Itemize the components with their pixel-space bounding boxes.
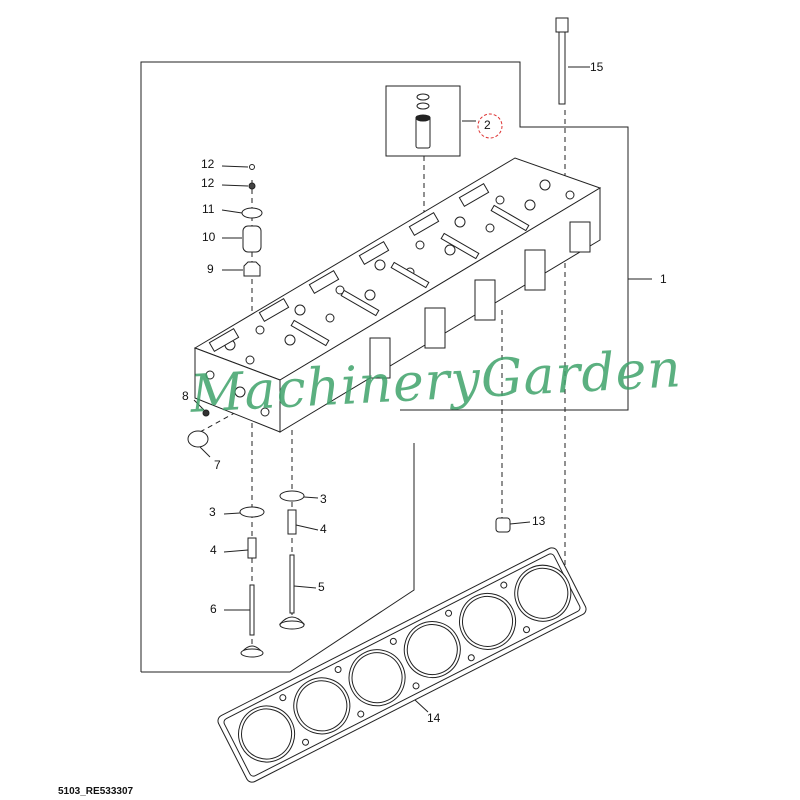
callout-1: 1: [660, 272, 667, 286]
valve-parts-left: [239, 164, 265, 658]
callout-14: 14: [427, 711, 441, 725]
head-gasket: [217, 547, 587, 783]
callout-3a: 3: [320, 492, 327, 506]
callout-3b: 3: [209, 505, 216, 519]
cylinder-head: [193, 157, 602, 433]
head-bolt: [555, 17, 569, 105]
drawing-code: 5103_RE533307: [58, 786, 134, 797]
callout-10: 10: [202, 230, 216, 244]
valve-parts-right: [278, 490, 306, 630]
callout-7: 7: [214, 458, 221, 472]
assembly-frame: [140, 61, 629, 672]
callout-5: 5: [318, 580, 325, 594]
callout-6: 6: [210, 602, 217, 616]
callout-8: 8: [182, 389, 189, 403]
callout-13: 13: [532, 514, 546, 528]
callout-4b: 4: [210, 543, 217, 557]
callout-12a: 12: [201, 157, 215, 171]
callout-11: 11: [202, 202, 215, 216]
callout-12b: 12: [201, 176, 215, 190]
injector-sleeve-box: [385, 85, 461, 157]
callout-15: 15: [590, 60, 604, 74]
callout-4a: 4: [320, 522, 327, 536]
callout-2: 2: [484, 118, 491, 132]
callout-9: 9: [207, 262, 214, 276]
